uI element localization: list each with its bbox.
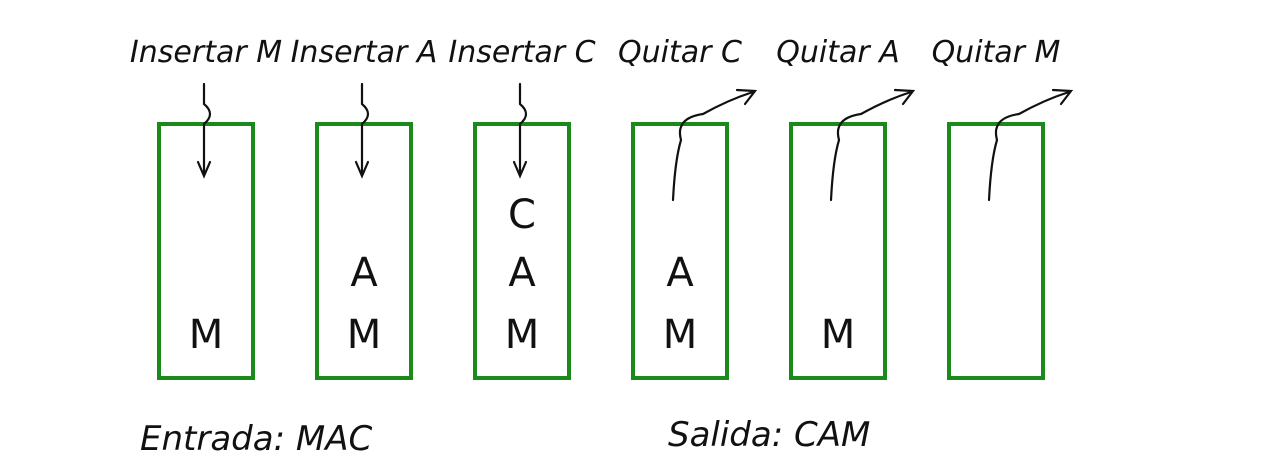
- stack-element: A: [508, 250, 536, 296]
- stack-element: A: [350, 250, 378, 296]
- stack-element: C: [508, 192, 536, 238]
- insert-arrow-icon: [360, 82, 370, 176]
- insert-arrow-icon: [202, 82, 212, 176]
- stack-column: Quitar C MA: [618, 35, 758, 380]
- stack-element: M: [505, 312, 540, 358]
- operation-label: Insertar M: [130, 35, 282, 70]
- stack-column: Quitar M: [932, 35, 1074, 380]
- arrowhead-icon: [1051, 88, 1074, 106]
- remove-arrow-icon: [987, 90, 1071, 202]
- stack-column: Quitar A M: [776, 35, 916, 380]
- stack-column: Insertar A MA: [291, 35, 438, 380]
- stack-box: [157, 122, 255, 380]
- stack-column: Insertar M M: [130, 35, 282, 380]
- arrowhead-icon: [512, 160, 528, 179]
- stack-box: [947, 122, 1045, 380]
- stack-box: [473, 122, 571, 380]
- stack-column: Insertar C MAC: [448, 35, 596, 380]
- operation-label: Insertar A: [291, 35, 438, 70]
- arrowhead-icon: [354, 160, 370, 179]
- arrowhead-icon: [893, 88, 916, 106]
- operation-label: Insertar C: [448, 35, 595, 70]
- stack-element: M: [663, 312, 698, 358]
- arrowhead-icon: [735, 88, 758, 106]
- stack-box: [315, 122, 413, 380]
- stack-element: M: [821, 312, 856, 358]
- stack-element: M: [347, 312, 382, 358]
- operation-label: Quitar A: [776, 35, 900, 70]
- entrada-label: Entrada: MAC: [140, 419, 372, 459]
- insert-arrow-icon: [518, 82, 528, 176]
- remove-arrow-icon: [829, 90, 913, 202]
- stack-element: A: [666, 250, 694, 296]
- remove-arrow-icon: [671, 90, 755, 202]
- arrowhead-icon: [196, 160, 212, 179]
- operation-label: Quitar M: [932, 35, 1061, 70]
- stack-box: [631, 122, 729, 380]
- stack-box: [789, 122, 887, 380]
- stack-element: M: [189, 312, 224, 358]
- salida-label: Salida: CAM: [668, 415, 870, 455]
- operation-label: Quitar C: [618, 35, 742, 70]
